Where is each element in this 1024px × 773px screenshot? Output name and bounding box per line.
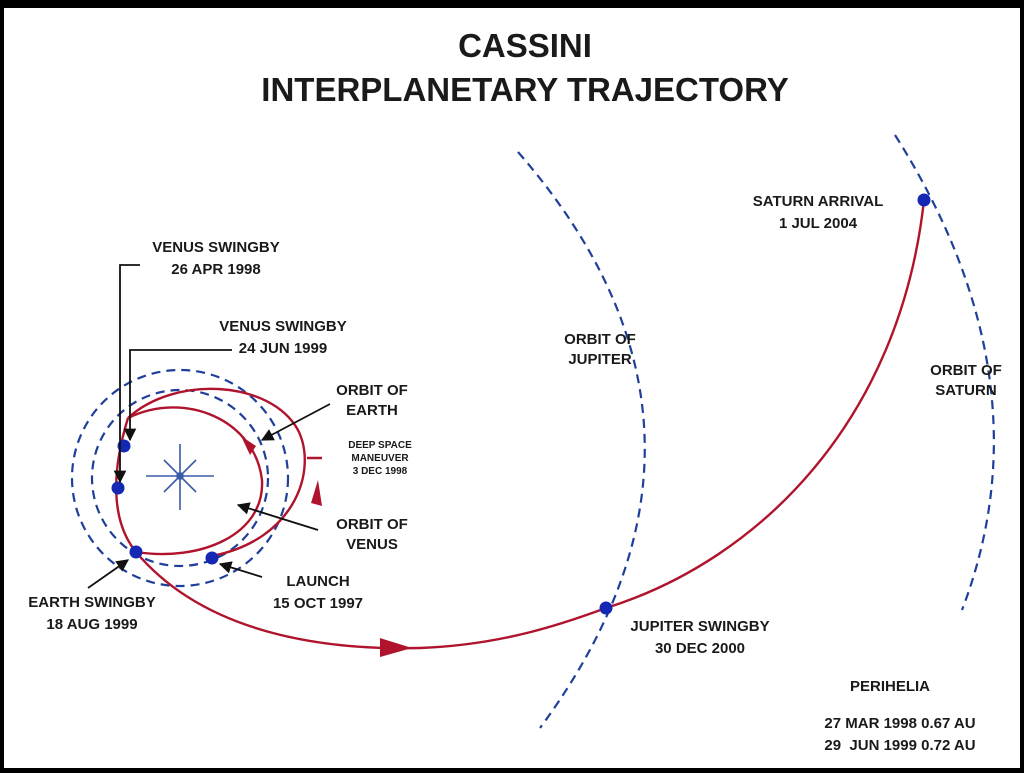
orbit-saturn-label-2: SATURN	[935, 382, 996, 399]
orbit-of-saturn	[894, 134, 995, 611]
diagram-canvas	[4, 8, 1020, 768]
orbit-venus-label-2: VENUS	[346, 536, 398, 553]
launch-date: 15 OCT 1997	[273, 595, 363, 612]
leader-orbit-venus	[236, 502, 319, 531]
orbit-saturn-label: ORBIT OF	[930, 362, 1002, 379]
orbit-of-earth	[70, 368, 290, 588]
title-line-1: CASSINI	[458, 27, 592, 64]
orbit-jupiter-label-2: JUPITER	[568, 351, 632, 368]
title-line-2: INTERPLANETARY TRAJECTORY	[261, 71, 788, 108]
trajectory-inner-loop-1	[127, 387, 306, 558]
orbit-venus-label: ORBIT OF	[336, 516, 408, 533]
trajectory-inner-loop-2	[127, 406, 264, 556]
jupiter-swingby-dot	[599, 601, 613, 615]
orbit-of-jupiter	[517, 151, 646, 729]
trajectory-to-saturn	[605, 199, 926, 610]
launch-label: LAUNCH	[286, 573, 349, 590]
venus-swingby-2-dot	[111, 481, 125, 495]
leader-venus-swingby-2	[123, 349, 232, 442]
jupiter-swingby-date: 30 DEC 2000	[655, 640, 745, 657]
venus-swingby-2-label: VENUS SWINGBY	[219, 318, 347, 335]
orbit-of-venus	[90, 388, 270, 568]
perihelia-entry-1: 27 MAR 1998 0.67 AU	[824, 715, 975, 732]
venus-swingby-1-date: 26 APR 1998	[171, 261, 261, 278]
leader-venus-swingby-1	[113, 264, 140, 484]
leader-launch	[218, 561, 263, 578]
earth-swingby-label: EARTH SWINGBY	[28, 594, 156, 611]
saturn-arrival-label: SATURN ARRIVAL	[753, 193, 884, 210]
orbit-earth-label-2: EARTH	[346, 402, 398, 419]
orbit-earth-label: ORBIT OF	[336, 382, 408, 399]
venus-swingby-2-date: 24 JUN 1999	[239, 340, 327, 357]
deep-space-maneuver-label-2: MANEUVER	[351, 453, 409, 464]
launch-dot	[205, 551, 219, 565]
perihelia-heading: PERIHELIA	[850, 678, 930, 695]
deep-space-maneuver-label: DEEP SPACE	[348, 440, 412, 451]
earth-swingby-dot	[129, 545, 143, 559]
leader-orbit-earth	[260, 403, 331, 441]
jupiter-swingby-label: JUPITER SWINGBY	[630, 618, 769, 635]
saturn-arrival-dot	[917, 193, 931, 207]
trajectory-arrow-inner	[311, 480, 322, 506]
leader-earth-swingby	[87, 559, 130, 589]
orbit-jupiter-label: ORBIT OF	[564, 331, 636, 348]
trajectory-arrow-venus	[241, 436, 256, 455]
earth-swingby-date: 18 AUG 1999	[46, 616, 137, 633]
venus-swingby-1-label: VENUS SWINGBY	[152, 239, 280, 256]
deep-space-maneuver-date: 3 DEC 1998	[353, 466, 408, 477]
perihelia-entry-2: 29 JUN 1999 0.72 AU	[824, 737, 975, 754]
sun-star-icon	[146, 444, 214, 510]
saturn-arrival-date: 1 JUL 2004	[779, 215, 858, 232]
trajectory-arrow-outbound	[380, 638, 412, 657]
